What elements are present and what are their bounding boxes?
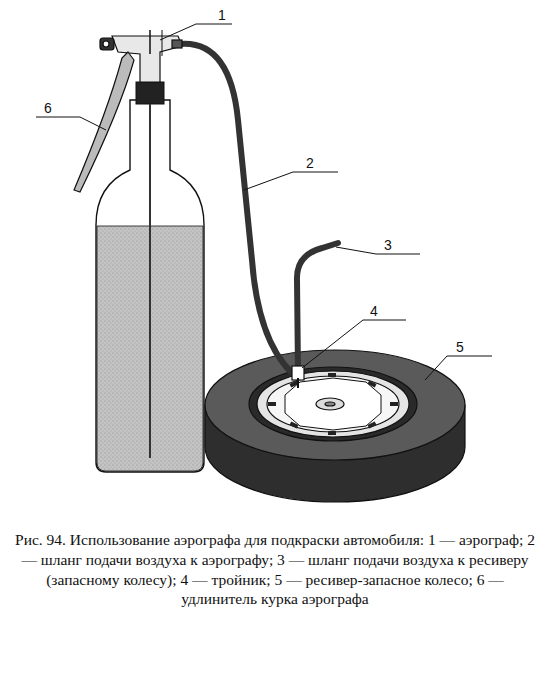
tee-fitting	[292, 366, 304, 388]
callout-number: 3	[384, 238, 392, 252]
callout-number: 4	[370, 304, 378, 318]
bottle	[96, 82, 204, 472]
callout-number: 1	[218, 8, 226, 22]
trigger-extension	[74, 52, 134, 192]
callout-number: 2	[306, 156, 314, 170]
hose-3	[297, 243, 338, 372]
callout-number: 5	[456, 340, 464, 354]
leader-lines	[36, 24, 492, 380]
callout-number: 6	[44, 101, 52, 115]
airbrush	[100, 30, 182, 82]
spare-wheel	[205, 350, 465, 502]
figure-caption: Рис. 94. Использование аэрографа для под…	[14, 530, 536, 609]
